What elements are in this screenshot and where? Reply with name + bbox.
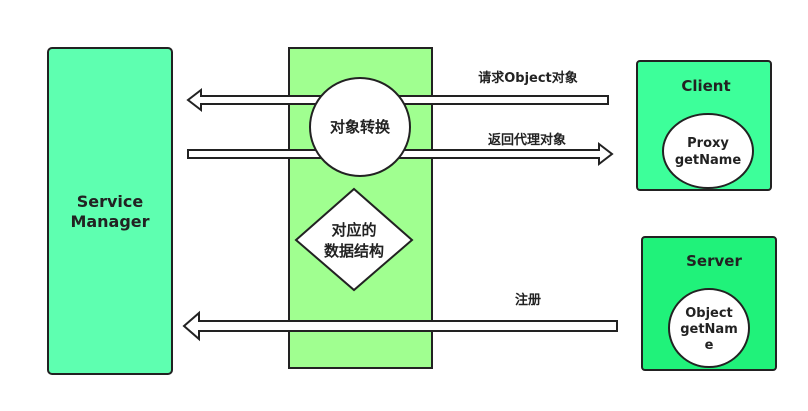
data-structure-diamond <box>294 187 414 292</box>
service-manager-box <box>47 47 173 375</box>
data-structure-label-line2: 数据结构 <box>324 242 384 260</box>
conversion-label: 对象转换 <box>330 118 391 136</box>
server-object-circle <box>668 288 750 368</box>
request-object-label: 请求Object对象 <box>478 70 578 86</box>
client-title: Client <box>681 77 730 95</box>
service-manager-node: Service Manager <box>47 47 173 375</box>
data-structure-node: 对应的 数据结构 <box>294 187 414 292</box>
client-proxy-label-line2: getName <box>675 153 742 168</box>
register-arrow: 注册 <box>182 292 618 342</box>
server-title: Server <box>686 252 742 270</box>
service-manager-label-line2: Manager <box>70 212 149 231</box>
conversion-node: 对象转换 <box>309 77 411 177</box>
server-object-label-line3: e <box>705 338 714 353</box>
register-label: 注册 <box>515 292 541 308</box>
server-object-label-line2: getNam <box>680 322 738 337</box>
service-manager-label-line1: Service <box>77 192 144 211</box>
client-proxy-label-line1: Proxy <box>687 136 729 151</box>
client-node: Client Proxy getName <box>636 60 772 191</box>
server-object-label-line1: Object <box>685 306 733 321</box>
data-structure-label-line1: 对应的 <box>331 221 376 239</box>
return-proxy-label: 返回代理对象 <box>488 132 566 148</box>
register-arrow-shape <box>182 310 618 342</box>
server-node: Server Object getNam e <box>641 236 777 371</box>
conversion-circle <box>309 77 411 177</box>
client-proxy-circle <box>662 113 754 189</box>
